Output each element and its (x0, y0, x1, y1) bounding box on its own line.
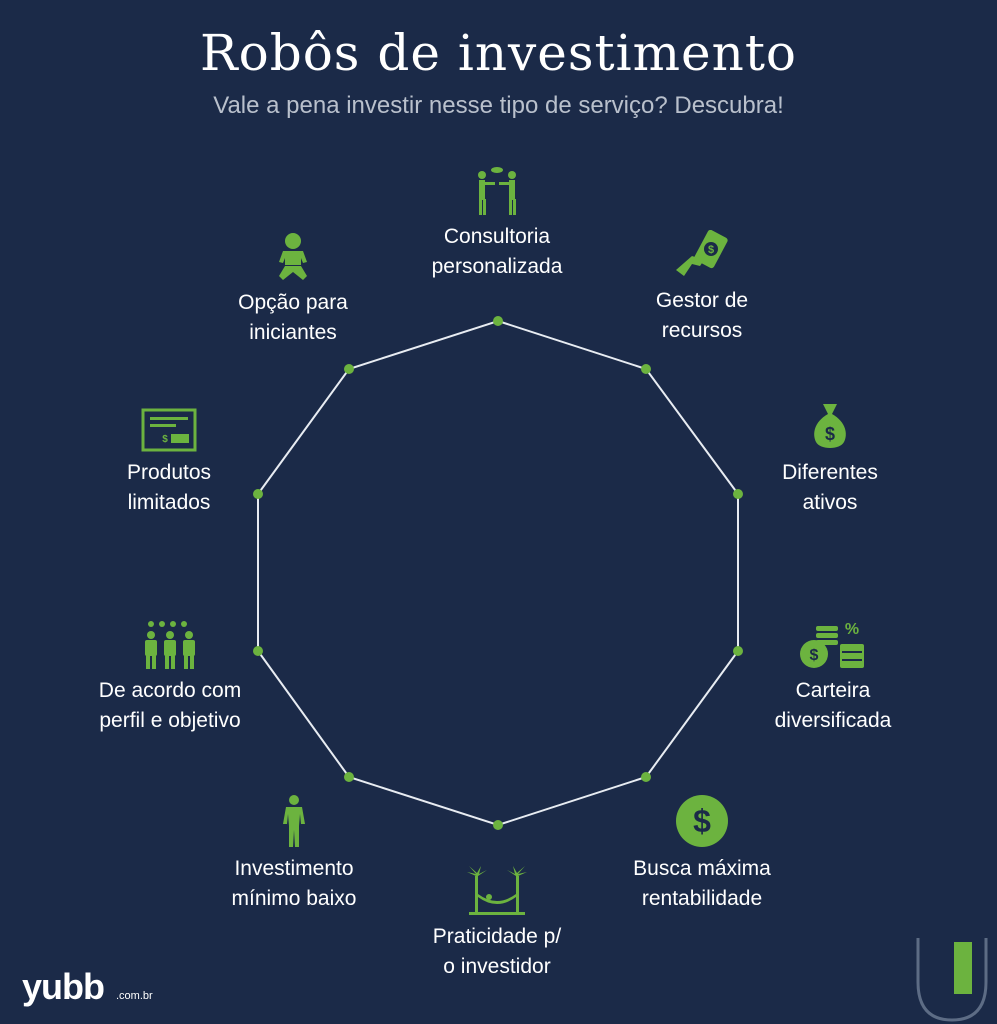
node-consultoria: Consultoria personalizada (397, 166, 597, 282)
dollar-circle-icon: $ (676, 795, 728, 847)
node-label-line: rentabilidade (641, 887, 763, 910)
node-label-line: iniciantes (249, 321, 337, 344)
node-label-line: Produtos (126, 461, 212, 484)
vertex-dot (493, 316, 503, 326)
decagon-outline (257, 319, 739, 827)
node-gestor: $ Gestor de recursos (602, 230, 802, 346)
vertex-dot (344, 364, 354, 374)
node-label-line: Diferentes (782, 461, 878, 484)
vertex-dot (493, 820, 503, 830)
node-praticidade: Praticidade p/ o investidor (397, 866, 597, 982)
node-label-line: Consultoria (443, 225, 551, 248)
node-carteira: $ % Carteira diversificada (733, 618, 933, 736)
people-group-icon (145, 621, 195, 669)
handshake-consult-icon (478, 167, 516, 215)
page-title: Robôs de investimento (199, 24, 798, 82)
hand-money-icon: $ (676, 230, 728, 276)
node-label-line: De acordo com (98, 679, 242, 702)
vertex-dot (733, 646, 743, 656)
node-label-line: Praticidade p/ (432, 925, 562, 948)
vertex-dot (641, 772, 651, 782)
node-label-line: mínimo baixo (231, 887, 357, 910)
node-label-line: recursos (661, 319, 743, 342)
svg-text:%: % (845, 621, 859, 638)
node-label-line: perfil e objetivo (99, 709, 241, 732)
svg-text:$: $ (162, 434, 168, 445)
svg-text:$: $ (810, 647, 819, 664)
vertex-dot (641, 364, 651, 374)
node-label-line: diversificada (774, 709, 892, 732)
vertex-dot (253, 646, 263, 656)
brand-logo: yubb (22, 966, 105, 1007)
coins-percent-icon: $ % (800, 621, 864, 668)
person-standing-icon (283, 795, 305, 847)
node-label-line: Opção para (238, 291, 348, 314)
node-perfil: De acordo com perfil e objetivo (70, 620, 270, 736)
node-opcao: Opção para iniciantes (193, 232, 393, 348)
node-busca: $ Busca máxima rentabilidade (602, 794, 802, 914)
svg-text:$: $ (825, 424, 835, 444)
brand-suffix: .com.br (116, 990, 153, 1002)
node-diferentes: $ Diferentes ativos (730, 402, 930, 518)
node-produtos: $ Produtos limitados (69, 408, 269, 518)
node-label-line: Carteira (795, 679, 871, 702)
node-label-line: limitados (127, 491, 211, 514)
check-document-icon: $ (141, 408, 197, 452)
node-label-line: Busca máxima (633, 857, 771, 880)
node-label-line: ativos (802, 491, 858, 514)
svg-text:$: $ (708, 244, 714, 256)
u-logo-icon (916, 938, 988, 1022)
node-investimento: Investimento mínimo baixo (194, 794, 394, 914)
node-label-line: Investimento (234, 857, 354, 880)
money-bag-icon: $ (814, 404, 846, 448)
vertex-dot (344, 772, 354, 782)
vertex-dot (733, 489, 743, 499)
baby-icon (279, 233, 307, 280)
svg-text:$: $ (693, 803, 711, 839)
node-label-line: Gestor de (655, 289, 749, 312)
node-label-line: o investidor (443, 955, 551, 978)
vertex-dot (253, 489, 263, 499)
node-label-line: personalizada (431, 255, 563, 278)
hammock-palm-icon (467, 866, 527, 915)
page-subtitle: Vale a pena investir nesse tipo de servi… (213, 92, 784, 119)
